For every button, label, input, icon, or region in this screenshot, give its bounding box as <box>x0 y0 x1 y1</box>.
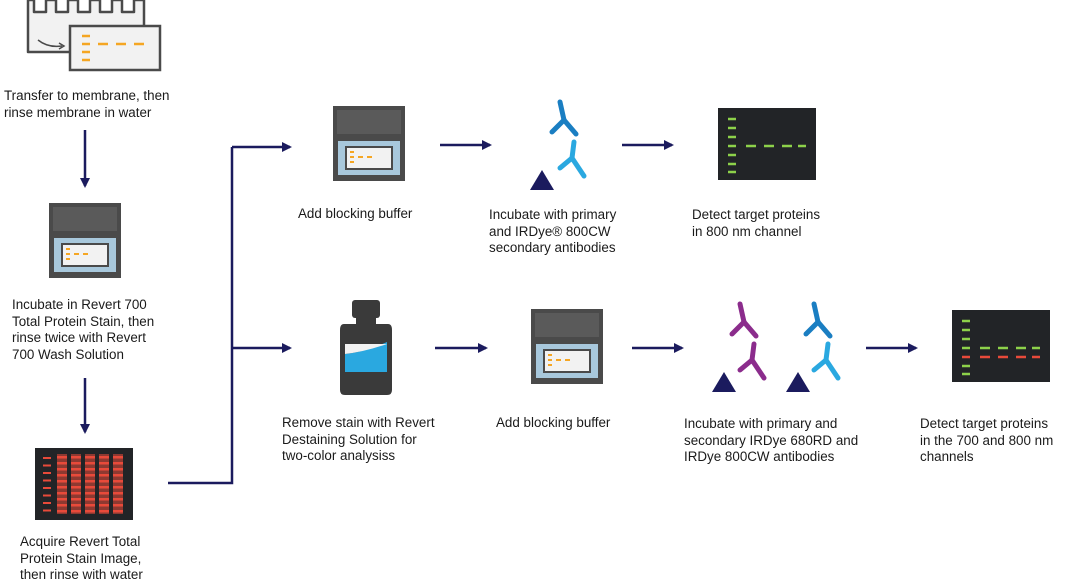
gel-band <box>71 480 81 483</box>
step-bottom-detect-label: Detect target proteins in the 700 and 80… <box>920 416 1054 464</box>
step-bottom-incubate-label: Incubate with primary and secondary IRDy… <box>684 416 859 464</box>
gel-band <box>99 492 109 495</box>
scanner-icon <box>333 106 405 181</box>
gel-band <box>57 462 67 465</box>
gel-band <box>113 498 123 501</box>
gel-band <box>57 498 67 501</box>
gel-band <box>71 468 81 471</box>
gel-band <box>99 498 109 501</box>
gel-band <box>99 504 109 507</box>
gel-band <box>71 492 81 495</box>
gel-band <box>99 456 109 459</box>
gel-lane <box>113 454 123 514</box>
gel-band <box>57 504 67 507</box>
gel-band <box>113 486 123 489</box>
step-incubate-revert-label: Incubate in Revert 700 Total Protein Sta… <box>12 297 155 362</box>
blot-detect-icon <box>718 108 816 180</box>
gel-band <box>113 474 123 477</box>
step-top-detect-label: Detect target proteins in 800 nm channel <box>692 207 821 239</box>
antibody-icon <box>712 301 767 392</box>
blot-detect-icon <box>952 310 1050 382</box>
destain-bottle-icon <box>340 300 392 395</box>
gel-lane <box>57 454 67 514</box>
antibody-icon <box>530 99 587 190</box>
gel-band <box>71 498 81 501</box>
gel-band <box>57 480 67 483</box>
scanner-icon <box>531 309 603 384</box>
gel-lane <box>71 454 81 514</box>
gel-band <box>57 456 67 459</box>
antibody-icon <box>786 301 841 392</box>
gel-band <box>85 492 95 495</box>
gel-band <box>71 456 81 459</box>
gel-band <box>57 468 67 471</box>
step-top-block-label: Add blocking buffer <box>298 206 413 221</box>
gel-band <box>71 504 81 507</box>
gel-band <box>113 504 123 507</box>
gel-image-icon <box>35 448 133 520</box>
gel-band <box>85 456 95 459</box>
gel-band <box>99 474 109 477</box>
step-top-incubate-label: Incubate with primary and IRDye® 800CW s… <box>489 207 617 255</box>
membrane-transfer-icon <box>26 0 162 72</box>
gel-band <box>85 504 95 507</box>
gel-band <box>113 462 123 465</box>
gel-band <box>71 510 81 513</box>
gel-band <box>57 492 67 495</box>
gel-band <box>71 462 81 465</box>
gel-band <box>57 510 67 513</box>
gel-lane <box>99 454 109 514</box>
gel-band <box>71 486 81 489</box>
scanner-icon <box>49 203 121 278</box>
gel-band <box>85 468 95 471</box>
arrow-acquire-branch <box>168 147 234 485</box>
gel-band <box>57 474 67 477</box>
gel-band <box>85 498 95 501</box>
gel-band <box>99 480 109 483</box>
gel-band <box>57 486 67 489</box>
gel-band <box>85 462 95 465</box>
gel-band <box>113 492 123 495</box>
step-transfer-label: Transfer to membrane, then rinse membran… <box>4 88 170 120</box>
step-bottom-remove-label: Remove stain with Revert Destaining Solu… <box>282 415 435 463</box>
step-bottom-block-label: Add blocking buffer <box>496 415 611 430</box>
gel-band <box>113 468 123 471</box>
gel-band <box>99 462 109 465</box>
gel-band <box>99 468 109 471</box>
gel-band <box>85 474 95 477</box>
gel-band <box>113 480 123 483</box>
gel-band <box>85 486 95 489</box>
gel-lane <box>85 454 95 514</box>
gel-band <box>85 510 95 513</box>
gel-band <box>99 510 109 513</box>
gel-band <box>99 486 109 489</box>
gel-band <box>113 456 123 459</box>
gel-band <box>71 474 81 477</box>
step-acquire-label: Acquire Revert Total Protein Stain Image… <box>20 534 143 582</box>
gel-band <box>85 480 95 483</box>
gel-band <box>113 510 123 513</box>
